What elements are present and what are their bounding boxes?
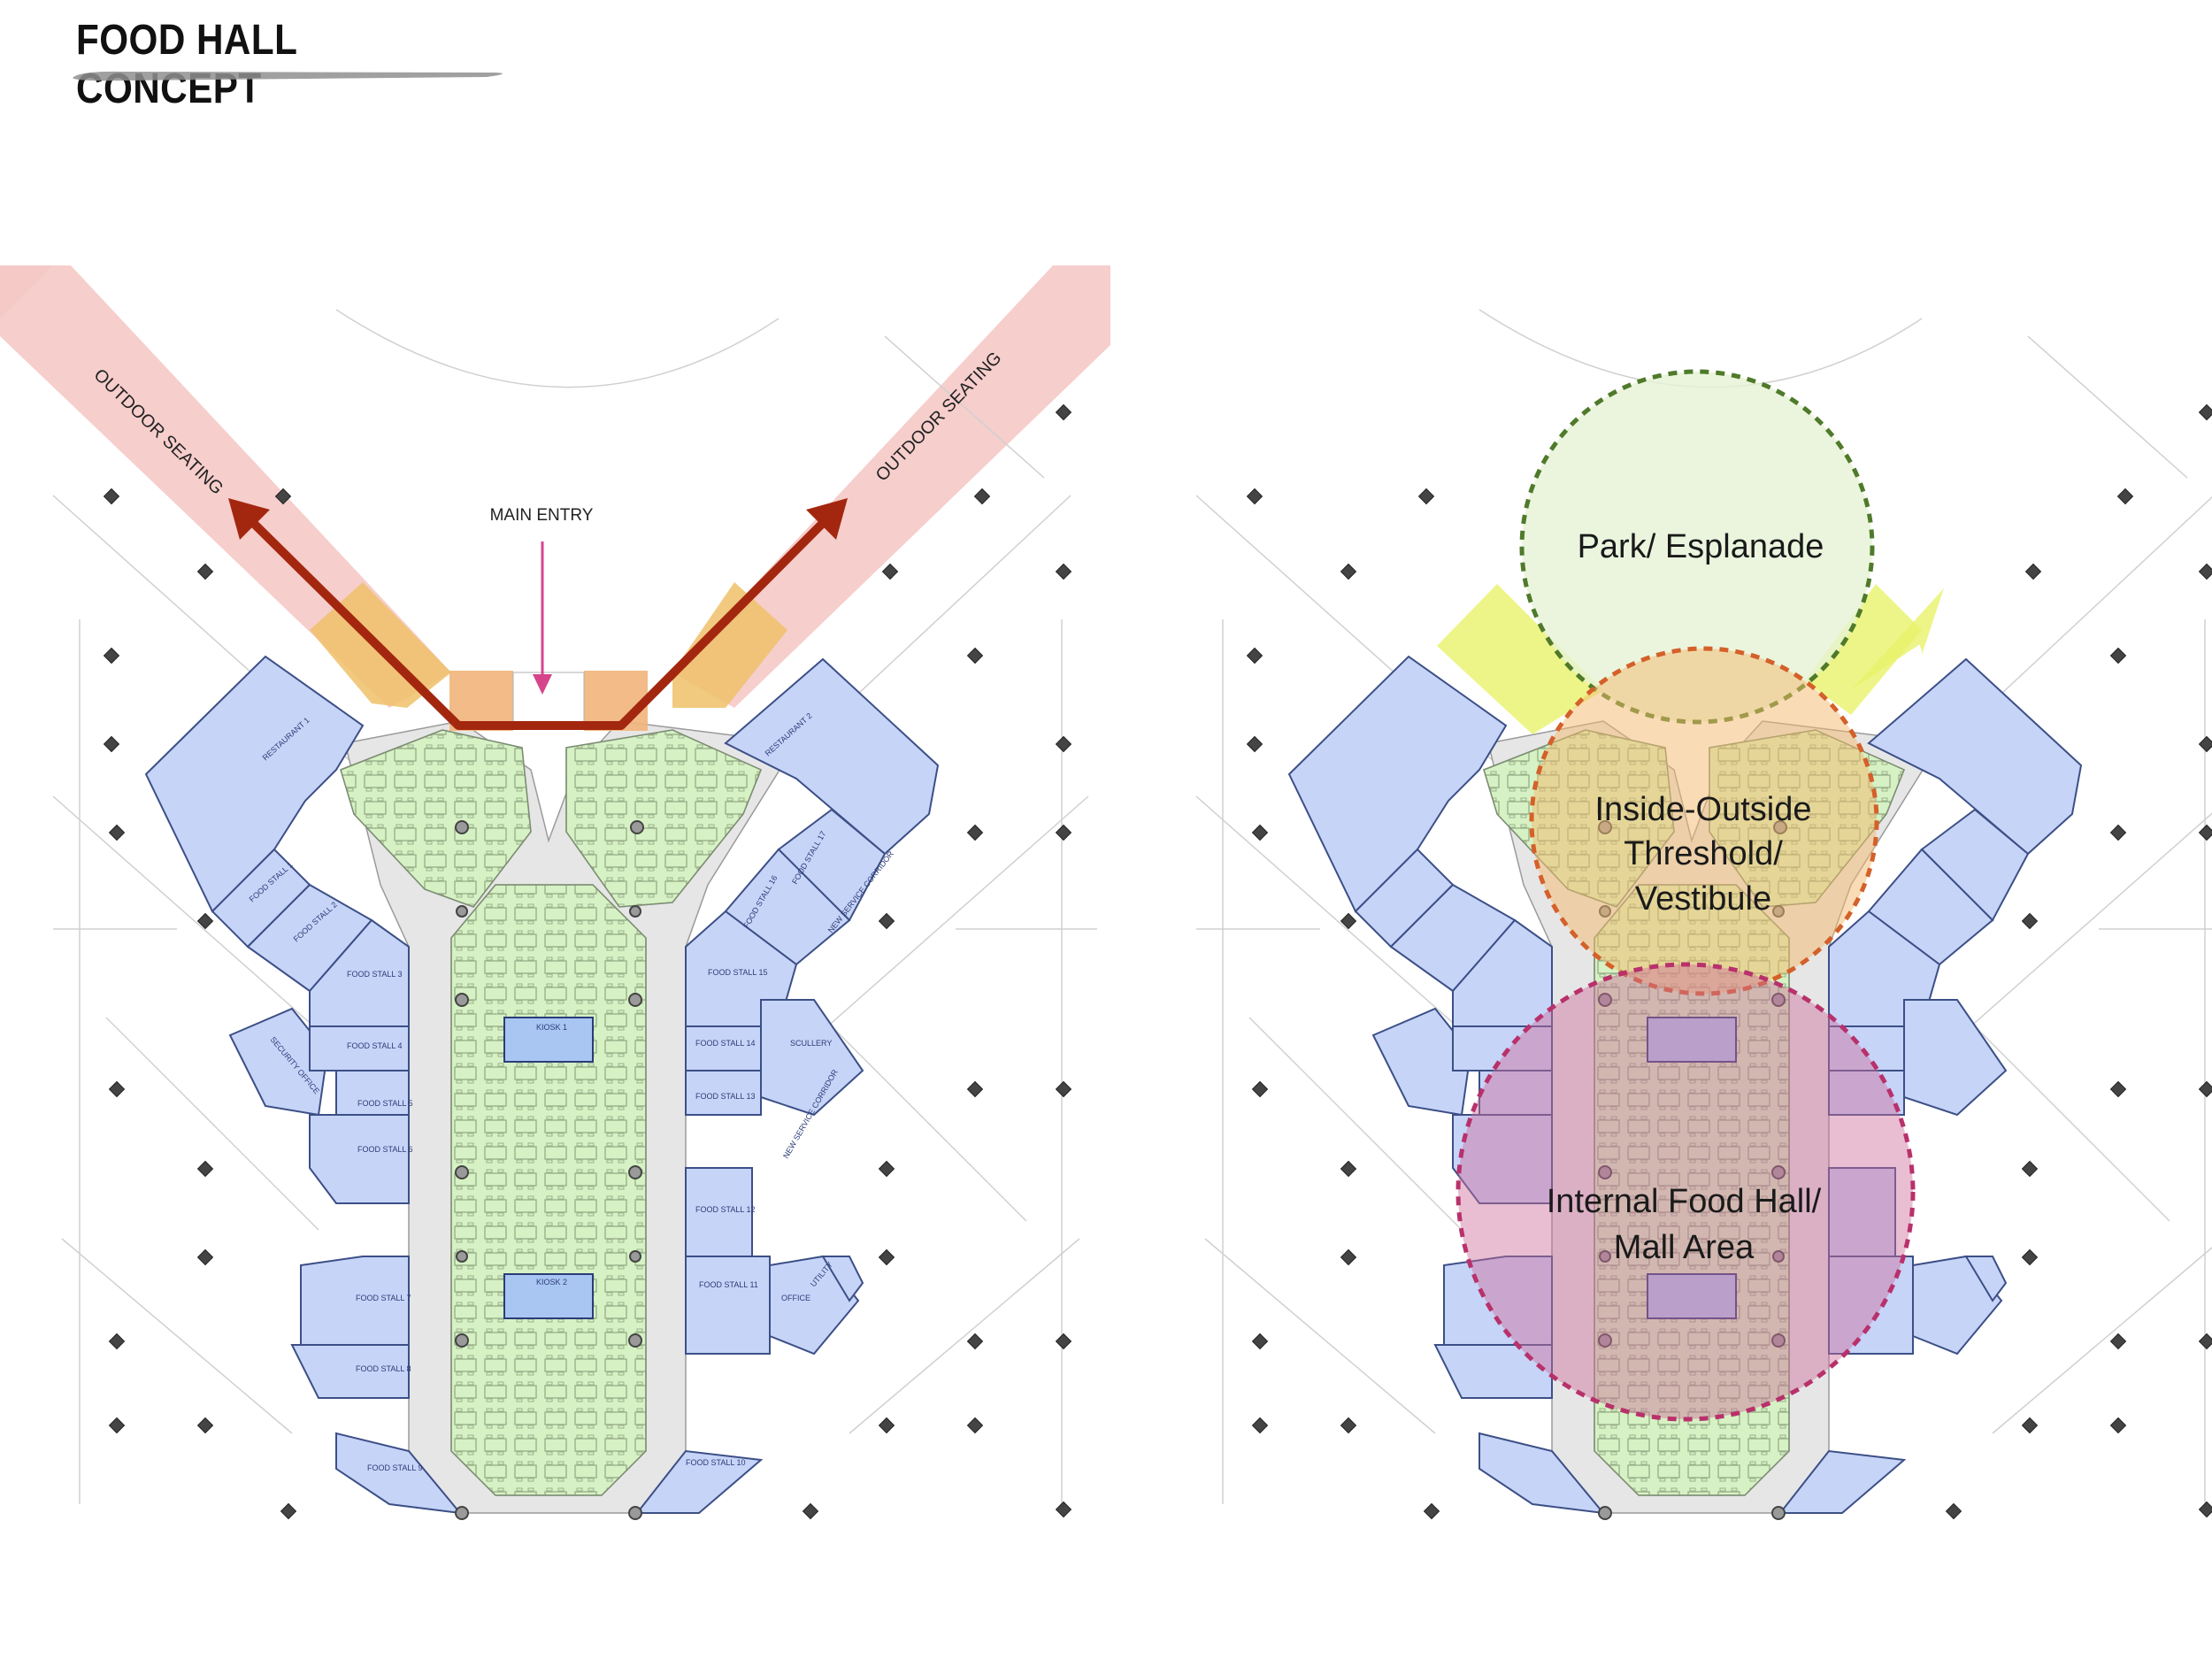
label-food-stall-15: FOOD STALL 15 bbox=[708, 968, 768, 977]
main-entry-arrowhead bbox=[533, 674, 552, 695]
zone-inside-outside bbox=[1529, 646, 1879, 996]
arrowhead-left bbox=[228, 498, 270, 540]
outdoor-seating-band-right bbox=[672, 265, 1110, 708]
label-office: OFFICE bbox=[781, 1294, 810, 1302]
right-threshold-right-wing bbox=[1805, 584, 1922, 715]
label-food-stall-3: FOOD STALL 3 bbox=[347, 970, 403, 979]
vestibule-left bbox=[449, 671, 513, 731]
zone-label-inside-line1: Inside-Outside bbox=[1594, 791, 1811, 828]
zone-label-inside-line3: Vestibule bbox=[1635, 880, 1771, 918]
label-food-stall-10: FOOD STALL 10 bbox=[686, 1458, 746, 1467]
label-food-stall-11: FOOD STALL 11 bbox=[699, 1280, 758, 1289]
label-kiosk-1: KIOSK 1 bbox=[536, 1023, 567, 1032]
zone-label-internal-line2: Mall Area bbox=[1614, 1229, 1755, 1266]
circulation-arrow bbox=[234, 503, 842, 730]
arrowhead-right bbox=[806, 498, 848, 540]
threshold-right bbox=[672, 582, 787, 708]
vestibule-right bbox=[584, 671, 648, 731]
zone-label-internal-line1: Internal Food Hall/ bbox=[1547, 1183, 1822, 1220]
outdoor-seating-band-left bbox=[0, 265, 451, 708]
right-threshold-left bbox=[1437, 584, 1603, 734]
outdoor-seating-band-left-cap bbox=[0, 265, 53, 319]
label-scullery: SCULLERY bbox=[790, 1039, 832, 1048]
left-plan bbox=[0, 265, 1110, 1520]
label-food-stall-4: FOOD STALL 4 bbox=[347, 1041, 403, 1050]
title-underline bbox=[73, 71, 503, 81]
main-entry-label: MAIN ENTRY bbox=[490, 506, 594, 525]
label-food-stall-8: FOOD STALL 8 bbox=[356, 1364, 411, 1373]
label-food-stall-9: FOOD STALL 9 bbox=[367, 1463, 423, 1472]
label-food-stall-5: FOOD STALL 5 bbox=[357, 1099, 413, 1108]
zone-label-park: Park/ Esplanade bbox=[1578, 528, 1824, 565]
zone-internal-food-hall bbox=[1455, 962, 1916, 1422]
page-title-block: FOOD HALL CONCEPT bbox=[71, 16, 531, 112]
right-plan bbox=[1195, 309, 2212, 1520]
right-plan-labels: Park/ Esplanade Inside-Outside Threshold… bbox=[1547, 528, 1824, 1266]
label-food-stall-6: FOOD STALL 6 bbox=[357, 1145, 413, 1154]
label-kiosk-2: KIOSK 2 bbox=[536, 1278, 567, 1286]
label-food-stall-7: FOOD STALL 7 bbox=[356, 1294, 411, 1302]
label-food-stall-14: FOOD STALL 14 bbox=[695, 1039, 756, 1048]
label-food-stall-13: FOOD STALL 13 bbox=[695, 1092, 756, 1101]
label-food-stall-12: FOOD STALL 12 bbox=[695, 1205, 756, 1214]
zone-label-inside-line2: Threshold/ bbox=[1624, 835, 1783, 872]
